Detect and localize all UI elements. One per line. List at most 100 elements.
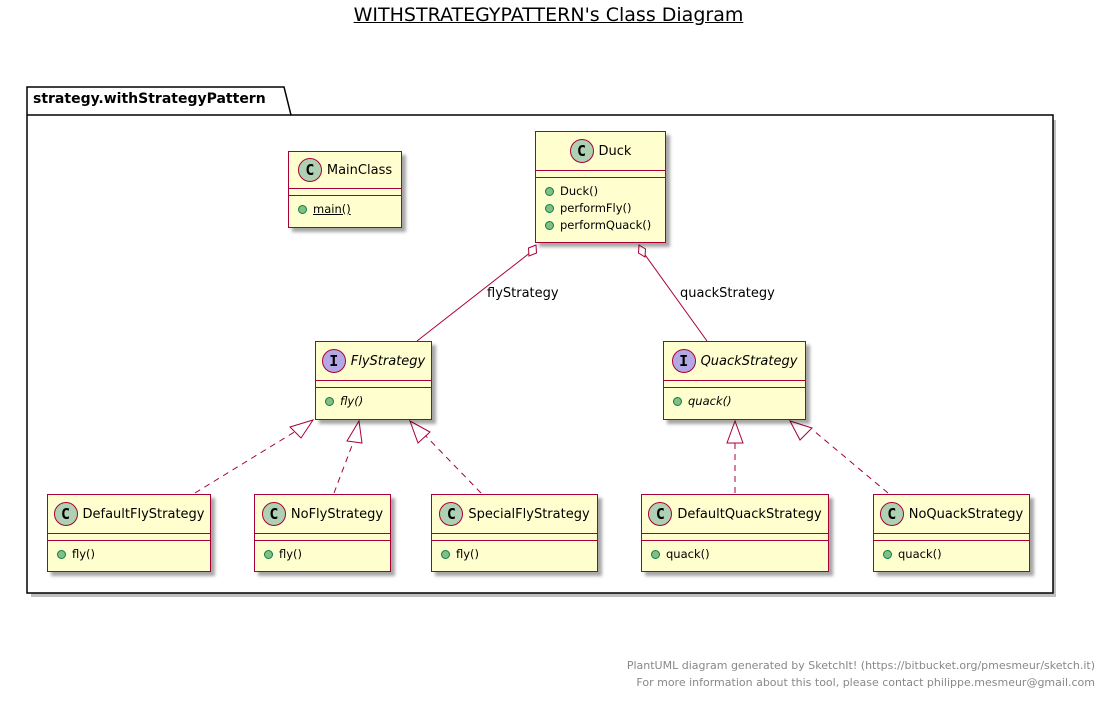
- class-header: C SpecialFlyStrategy: [432, 495, 597, 534]
- class-name: NoQuackStrategy: [908, 506, 1024, 522]
- interface-quackstrategy[interactable]: I QuackStrategy quack(): [663, 341, 806, 420]
- class-name: DefaultQuackStrategy: [677, 506, 822, 522]
- special-fly-realization-line: [420, 430, 482, 494]
- class-methods: fly(): [255, 541, 390, 567]
- class-fields-compartment: [874, 534, 1029, 541]
- method-name: performQuack(): [560, 218, 652, 232]
- public-method-icon: [264, 550, 273, 559]
- diagram-title: WITHSTRATEGYPATTERN's Class Diagram: [353, 4, 744, 26]
- method-name: fly(): [279, 547, 303, 561]
- class-duck[interactable]: C Duck Duck() performFly() performQuack(…: [535, 131, 666, 243]
- public-method-icon: [298, 205, 307, 214]
- class-name: SpecialFlyStrategy: [468, 506, 590, 522]
- public-method-icon: [441, 550, 450, 559]
- no-quack-realization-line: [813, 430, 889, 494]
- class-fields-compartment: [536, 171, 665, 178]
- method-row: fly(): [325, 393, 431, 410]
- quack-association-line: [642, 251, 708, 342]
- method-name: main(): [313, 202, 351, 216]
- interface-stereotype-icon: I: [671, 349, 696, 373]
- method-row: performQuack(): [545, 217, 665, 234]
- class-mainclass[interactable]: C MainClass main(): [288, 151, 402, 228]
- public-method-icon: [545, 204, 554, 213]
- method-name: quack(): [666, 547, 710, 561]
- default-quack-arrowhead: [726, 419, 744, 444]
- class-header: C DefaultFlyStrategy: [48, 495, 210, 534]
- class-methods: Duck() performFly() performQuack(): [536, 178, 665, 238]
- footer-generator-line: PlantUML diagram generated by SketchIt! …: [626, 659, 1095, 672]
- class-methods: quack(): [874, 541, 1029, 567]
- class-name: FlyStrategy: [350, 353, 426, 369]
- class-stereotype-icon: C: [569, 139, 594, 163]
- method-row: fly(): [264, 546, 390, 563]
- fly-aggregation-diamond: [527, 244, 538, 257]
- fly-association-line: [416, 251, 532, 342]
- class-header: C NoFlyStrategy: [255, 495, 390, 534]
- footer-contact-line: For more information about this tool, pl…: [636, 676, 1095, 689]
- class-stereotype-icon: C: [53, 502, 78, 526]
- class-specialflystrategy[interactable]: C SpecialFlyStrategy fly(): [431, 494, 598, 572]
- public-method-icon: [325, 397, 334, 406]
- class-stereotype-icon: C: [648, 502, 673, 526]
- class-defaultflystrategy[interactable]: C DefaultFlyStrategy fly(): [47, 494, 211, 572]
- method-row: quack(): [673, 393, 805, 410]
- default-fly-arrowhead: [289, 419, 315, 439]
- class-methods: quack(): [642, 541, 828, 567]
- default-fly-realization-line: [194, 427, 302, 494]
- public-method-icon: [673, 397, 682, 406]
- class-methods: quack(): [664, 388, 805, 414]
- footer: PlantUML diagram generated by SketchIt! …: [627, 657, 1095, 691]
- class-header: C DefaultQuackStrategy: [642, 495, 828, 534]
- class-header: C NoQuackStrategy: [874, 495, 1029, 534]
- class-fields-compartment: [289, 189, 401, 196]
- interface-flystrategy[interactable]: I FlyStrategy fly(): [315, 341, 432, 420]
- public-method-icon: [57, 550, 66, 559]
- package-frame: [26, 86, 1054, 594]
- class-name: MainClass: [326, 162, 393, 178]
- class-fields-compartment: [255, 534, 390, 541]
- quack-strategy-label: quackStrategy: [680, 286, 775, 301]
- class-defaultquackstrategy[interactable]: C DefaultQuackStrategy quack(): [641, 494, 829, 572]
- class-noflystrategy[interactable]: C NoFlyStrategy fly(): [254, 494, 391, 572]
- fly-strategy-label: flyStrategy: [487, 286, 559, 301]
- class-name: DefaultFlyStrategy: [82, 506, 205, 522]
- method-row: performFly(): [545, 200, 665, 217]
- class-header: I FlyStrategy: [316, 342, 431, 381]
- method-name: fly(): [72, 547, 96, 561]
- method-name: quack(): [898, 547, 942, 561]
- method-row: fly(): [441, 546, 597, 563]
- class-methods: fly(): [48, 541, 210, 567]
- public-method-icon: [651, 550, 660, 559]
- public-method-icon: [545, 187, 554, 196]
- no-quack-arrowhead: [788, 420, 813, 441]
- class-fields-compartment: [316, 381, 431, 388]
- class-fields-compartment: [48, 534, 210, 541]
- class-stereotype-icon: C: [297, 158, 322, 182]
- quack-aggregation-diamond: [637, 244, 647, 258]
- class-header: I QuackStrategy: [664, 342, 805, 381]
- interface-stereotype-icon: I: [321, 349, 346, 373]
- public-method-icon: [545, 221, 554, 230]
- method-name: fly(): [340, 394, 364, 408]
- method-row: main(): [298, 201, 401, 218]
- class-noquackstrategy[interactable]: C NoQuackStrategy quack(): [873, 494, 1030, 572]
- method-row: fly(): [57, 546, 210, 563]
- class-stereotype-icon: C: [879, 502, 904, 526]
- package-name: strategy.withStrategyPattern: [33, 91, 266, 107]
- class-name: NoFlyStrategy: [290, 506, 384, 522]
- class-fields-compartment: [664, 381, 805, 388]
- class-name: QuackStrategy: [700, 353, 798, 369]
- method-row: Duck(): [545, 183, 665, 200]
- class-name: Duck: [598, 143, 632, 159]
- class-methods: fly(): [432, 541, 597, 567]
- class-methods: main(): [289, 196, 401, 222]
- method-name: performFly(): [560, 201, 632, 215]
- method-row: quack(): [883, 546, 1029, 563]
- class-header: C MainClass: [289, 152, 401, 189]
- method-name: Duck(): [560, 184, 599, 198]
- class-fields-compartment: [642, 534, 828, 541]
- method-name: fly(): [456, 547, 480, 561]
- class-methods: fly(): [316, 388, 431, 414]
- class-header: C Duck: [536, 132, 665, 171]
- special-fly-arrowhead: [409, 419, 431, 444]
